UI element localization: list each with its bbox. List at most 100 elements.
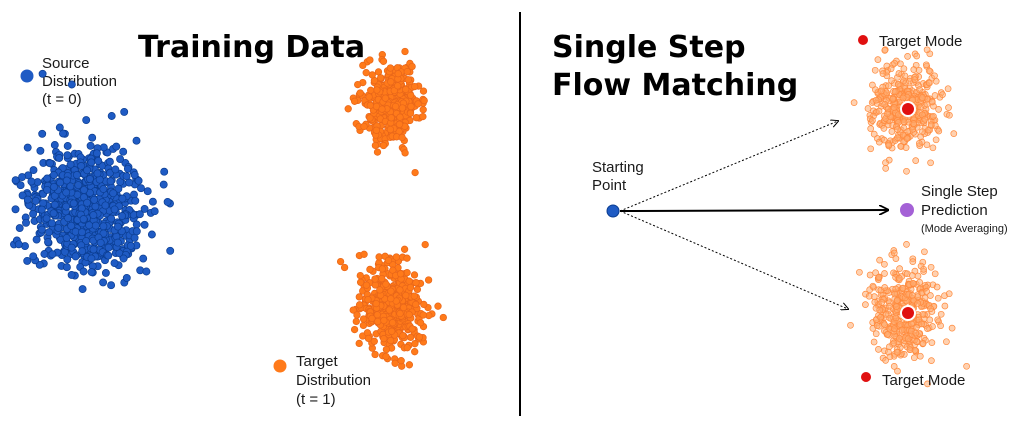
target-point [387,78,395,86]
source-point [122,273,131,282]
target-mode-point [876,306,884,314]
single-step-arrow [619,210,888,211]
target-mode-point [891,325,898,332]
target-point [395,120,404,128]
source-point [78,285,87,294]
target-mode-point [891,290,899,298]
target-point [359,61,367,70]
target-mode-point [909,292,916,299]
source-point [62,202,71,211]
flow-arrow-to-top-mode [619,121,838,212]
target-point [375,253,383,261]
source-point [79,267,88,276]
target-mode-point [881,100,889,108]
target-point [340,263,349,272]
source-point [32,235,41,244]
source-point [99,185,108,193]
target-point [401,47,409,56]
target-point [378,265,386,273]
source-point [82,237,91,245]
source-point [78,228,86,237]
source-point [88,133,97,142]
target-legend-line3: (t = 1) [296,391,336,408]
target-mode-point [910,120,918,127]
source-point [29,252,38,261]
target-mode-point [850,99,858,106]
target-mode-point [919,310,927,318]
source-point [14,240,23,249]
target-point [364,295,372,304]
source-point [90,195,99,204]
top-target-mode-label: Target Mode [879,33,962,50]
target-mode-point [937,322,944,330]
target-legend-line1: Target [296,353,339,370]
target-mode-point [881,270,888,277]
right-panel-title-line2: Flow Matching [552,68,798,103]
target-mode-point [931,72,938,80]
source-point [87,158,96,167]
source-point [91,202,100,211]
target-mode-point [864,105,872,112]
target-point [405,277,413,285]
target-point [404,76,412,84]
bottom-target-mode-marker [900,305,916,321]
target-mode-point [909,258,917,265]
target-mode-point [872,96,880,104]
source-point [93,169,102,178]
target-point [366,265,374,274]
bottom-target-mode-legend-marker [861,372,871,382]
target-mode-point [928,339,936,346]
target-mode-point [899,94,907,102]
target-distribution-cloud-top [344,47,428,177]
target-point [405,310,413,319]
target-mode-point [874,56,882,63]
target-mode-point [930,112,937,120]
source-point [50,182,58,191]
target-mode-point [890,363,898,370]
target-mode-point [900,65,908,73]
target-mode-point [871,298,879,306]
bottom-target-mode-label: Target Mode [882,372,965,389]
target-mode-point [933,283,941,291]
source-legend-line2: Distribution [42,73,117,90]
target-point [359,315,368,323]
source-point [92,149,101,158]
source-point [46,159,54,168]
prediction-label-line2: Prediction [921,202,988,219]
target-point [366,114,374,122]
target-point [396,286,404,294]
target-mode-point [921,248,928,256]
target-point [386,125,395,134]
target-mode-point [923,46,931,54]
target-mode-point [922,61,930,69]
source-point [80,186,88,194]
source-point [47,219,56,228]
target-mode-point [875,274,883,281]
source-point [87,254,96,263]
source-point [110,205,119,214]
target-mode-point [928,357,935,364]
target-point [412,279,420,287]
target-point [362,69,370,77]
target-mode-point [931,92,939,99]
target-mode-point [924,126,932,134]
source-point [18,191,27,200]
target-point [412,300,420,309]
target-point [387,114,395,122]
target-mode-point [896,265,903,272]
target-mode-point [943,338,950,346]
target-mode-point [913,52,921,60]
target-point [414,100,422,108]
source-point [120,107,129,116]
source-point [113,222,122,231]
target-mode-point [934,294,942,302]
source-point [99,222,108,231]
source-point [79,215,88,224]
target-point [366,56,374,64]
target-mode-point [923,141,931,149]
target-mode-point [912,157,920,164]
source-point [91,221,100,230]
target-mode-point [880,136,888,144]
source-point [116,155,125,164]
target-point [381,94,390,102]
